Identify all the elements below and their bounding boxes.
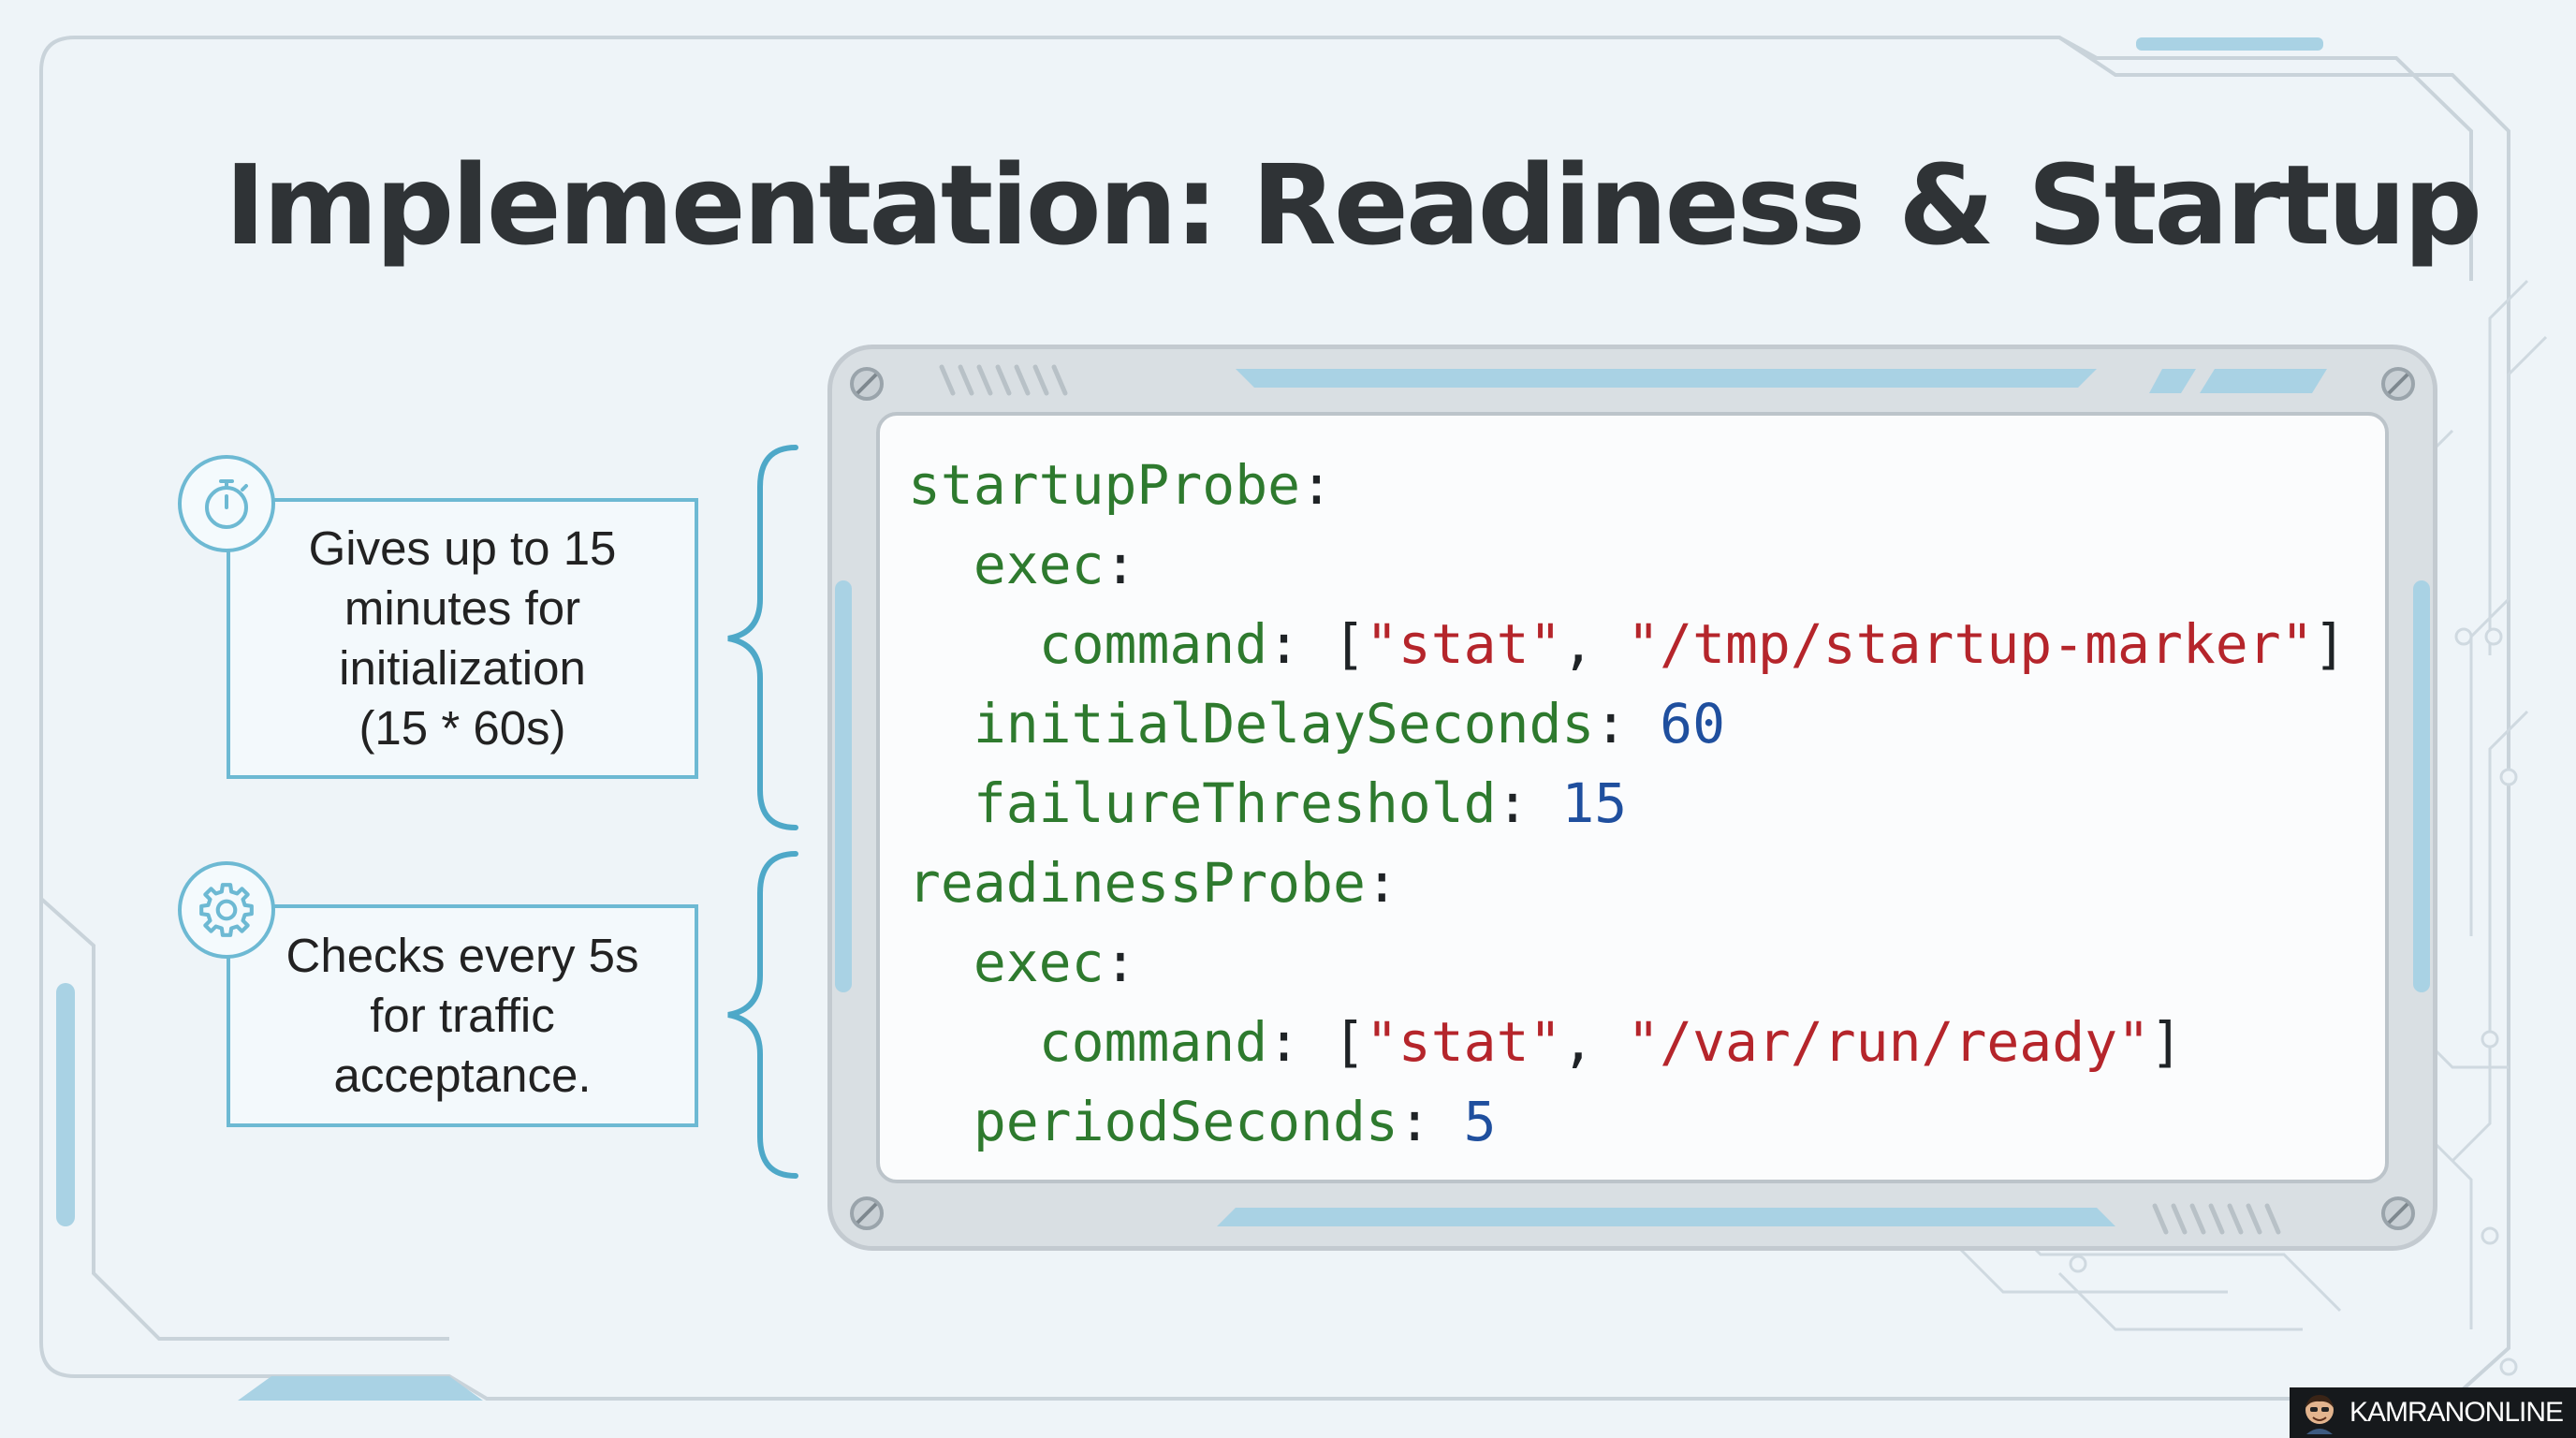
yaml-number: 5 — [1463, 1090, 1497, 1153]
yaml-key: failureThreshold — [973, 771, 1497, 835]
readiness-note-box: Checks every 5s for traffic acceptance. — [227, 904, 698, 1127]
startup-note-text: Gives up to 15 minutes for initializatio… — [308, 521, 617, 755]
slide-title: Implementation: Readiness & Startup — [225, 140, 2482, 270]
yaml-key: command — [1038, 1010, 1268, 1074]
yaml-number: 60 — [1660, 692, 1725, 756]
yaml-key: initialDelaySeconds — [973, 692, 1595, 756]
yaml-number: 15 — [1561, 771, 1628, 835]
readiness-note-text: Checks every 5s for traffic acceptance. — [285, 929, 639, 1102]
code-line: command: ["stat", "/var/run/ready"] — [1038, 1010, 2183, 1074]
watermark-text: KAMRANONLINE — [2349, 1397, 2564, 1428]
code-line: readinessProbe: — [908, 851, 1398, 915]
code-line: periodSeconds: 5 — [973, 1090, 1497, 1153]
yaml-key: readinessProbe — [908, 851, 1366, 915]
channel-watermark: KAMRANONLINE — [2290, 1387, 2576, 1438]
yaml-string: "/tmp/startup-marker" — [1627, 612, 2314, 676]
gear-badge — [178, 861, 275, 959]
yaml-string: "stat" — [1365, 612, 1562, 676]
code-line: initialDelaySeconds: 60 — [973, 692, 1725, 756]
code-line: exec: — [973, 931, 1137, 994]
stopwatch-icon — [205, 479, 248, 529]
yaml-code-block: startupProbe: exec: command: ["stat", "/… — [908, 446, 2346, 1162]
yaml-string: "stat" — [1365, 1010, 1562, 1074]
avatar-icon — [2305, 1395, 2334, 1434]
yaml-key: exec — [973, 931, 1105, 994]
code-screen — [876, 412, 2389, 1183]
stopwatch-badge — [178, 455, 275, 552]
yaml-string: "/var/run/ready" — [1627, 1010, 2150, 1074]
code-line: failureThreshold: 15 — [973, 771, 1628, 835]
yaml-key: startupProbe — [908, 453, 1301, 517]
gear-icon — [199, 883, 254, 937]
yaml-key: command — [1038, 612, 1268, 676]
code-line: startupProbe: — [908, 453, 1333, 517]
code-line: exec: — [973, 533, 1137, 596]
yaml-key: exec — [973, 533, 1105, 596]
code-line: command: ["stat", "/tmp/startup-marker"] — [1038, 612, 2347, 676]
startup-note-box: Gives up to 15 minutes for initializatio… — [227, 498, 698, 779]
yaml-key: periodSeconds — [973, 1090, 1398, 1153]
